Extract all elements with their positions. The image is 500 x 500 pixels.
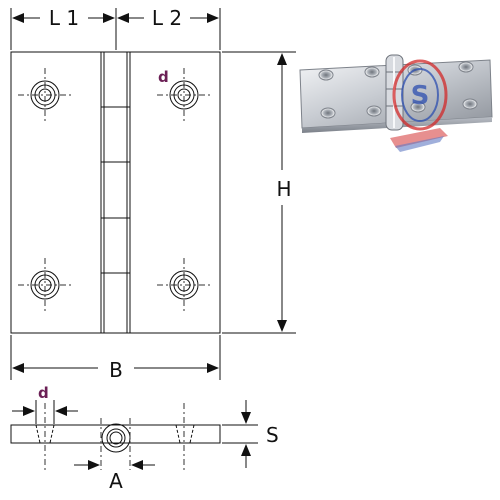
- dimension-h: H: [222, 51, 296, 334]
- label-s: S: [266, 423, 279, 447]
- screw-hole-bottom-right: [157, 258, 211, 312]
- label-h: H: [276, 177, 291, 201]
- dimension-d-side: d: [12, 384, 78, 424]
- dimension-a: A: [74, 460, 155, 493]
- label-l1: L 1: [49, 6, 79, 30]
- hinge-side-view: [10, 403, 221, 470]
- screw-hole-bottom-left: [18, 258, 72, 312]
- screw-hole-top-right: [157, 68, 211, 122]
- label-d-hole: d: [158, 68, 169, 86]
- hinge-knuckle: [100, 51, 131, 334]
- label-d-side: d: [38, 384, 49, 402]
- dimension-s: S: [222, 400, 279, 468]
- knuckle-segments: [101, 106, 130, 274]
- label-b: B: [109, 358, 123, 382]
- hinge-front-view: [10, 51, 221, 334]
- watermark-letter: S: [411, 81, 430, 111]
- dimension-l1-l2: L 1 L 2: [10, 6, 221, 50]
- label-a: A: [109, 469, 123, 493]
- dimension-b: B: [10, 335, 221, 382]
- hinge-product-photo: S: [299, 54, 493, 152]
- screw-hole-top-left: [18, 68, 72, 122]
- watermark-logo: S: [390, 59, 448, 152]
- label-l2: L 2: [152, 6, 182, 30]
